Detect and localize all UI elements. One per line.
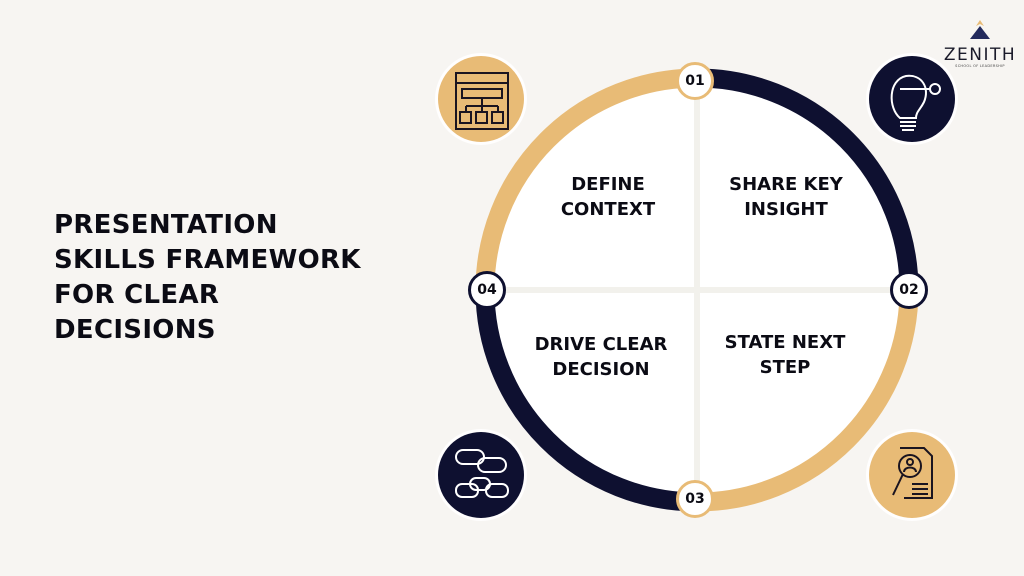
step-label-03: STATE NEXT STEP <box>705 330 865 380</box>
ring-arc-3 <box>696 289 919 512</box>
logo-name: ZENITH <box>943 45 1017 65</box>
ring-arc-2 <box>696 68 919 291</box>
step-label-02: SHARE KEY INSIGHT <box>706 172 866 222</box>
title-line: SKILLS FRAMEWORK <box>54 245 361 275</box>
chat-bubbles-icon <box>435 429 527 521</box>
label-line: STATE NEXT <box>724 332 846 353</box>
title-line: FOR CLEAR <box>54 280 220 310</box>
label-line: SHARE KEY <box>729 174 843 195</box>
label-line: DEFINE <box>571 174 645 195</box>
logo-tagline: SCHOOL OF LEADERSHIP <box>955 64 1005 68</box>
step-badge-03: 03 <box>676 480 714 518</box>
logo-mountain-icon <box>970 20 990 39</box>
ring-arc-4 <box>475 289 698 512</box>
lightbulb-key-icon <box>866 53 958 145</box>
label-line: CONTEXT <box>560 199 656 220</box>
page-title: PRESENTATION SKILLS FRAMEWORK FOR CLEAR … <box>54 208 361 348</box>
label-line: INSIGHT <box>744 199 828 220</box>
step-badge-04: 04 <box>468 271 506 309</box>
title-line: PRESENTATION <box>54 210 278 240</box>
step-label-01: DEFINE CONTEXT <box>528 172 688 222</box>
label-line: DECISION <box>552 359 650 380</box>
step-badge-02: 02 <box>890 271 928 309</box>
step-label-04: DRIVE CLEAR DECISION <box>521 332 681 382</box>
zenith-logo: ZENITH SCHOOL OF LEADERSHIP <box>940 18 1020 68</box>
label-line: STEP <box>759 357 811 378</box>
title-line: DECISIONS <box>54 315 216 345</box>
ring-arc-1 <box>475 68 698 291</box>
document-search-user-icon <box>866 429 958 521</box>
step-badge-01: 01 <box>676 62 714 100</box>
label-line: DRIVE CLEAR <box>534 334 668 355</box>
flowchart-window-icon <box>435 53 527 145</box>
